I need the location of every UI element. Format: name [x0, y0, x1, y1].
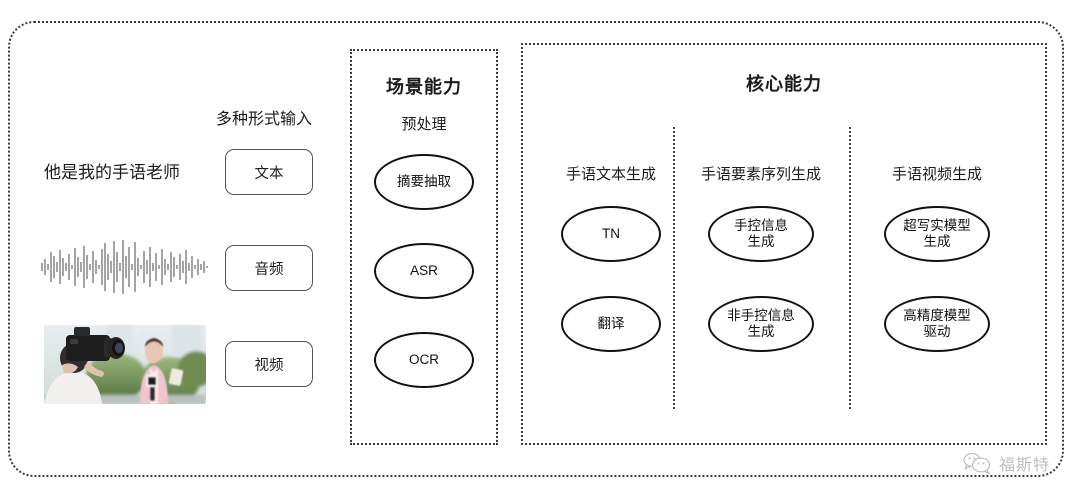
core-column-title: 手语视频生成 — [891, 166, 982, 183]
node-summary-extraction[interactable]: 摘要抽取 — [374, 154, 474, 210]
node-label: 翻译 — [597, 316, 625, 332]
scene-section-title: 场景能力 — [386, 77, 462, 97]
column-divider — [849, 127, 851, 409]
node-label: 摘要抽取 — [397, 174, 451, 190]
sample-input-text: 他是我的手语老师 — [44, 163, 180, 182]
input-modality-audio[interactable]: 音频 — [225, 245, 313, 291]
waveform-icon — [41, 240, 208, 294]
node-non-manual-info-generation[interactable]: 非手控信息生成 — [708, 296, 814, 352]
input-modality-text[interactable]: 文本 — [225, 149, 313, 195]
outer-frame — [8, 21, 1064, 477]
node-label: 高精度模型驱动 — [903, 308, 971, 339]
column-divider — [673, 127, 675, 409]
watermark-text: 福斯特 — [998, 457, 1050, 474]
node-asr[interactable]: ASR — [374, 243, 474, 299]
core-capability-section: 核心能力 手语文本生成 TN 翻译 手语要素序列生成 手控信息生成 非手控信息生… — [521, 43, 1047, 445]
video-thumbnail-icon — [44, 325, 206, 404]
node-manual-info-generation[interactable]: 手控信息生成 — [708, 206, 814, 262]
core-column-title: 手语文本生成 — [565, 166, 656, 183]
scene-column-title: 预处理 — [401, 116, 447, 133]
wechat-bubbles-icon — [963, 452, 991, 474]
node-translation[interactable]: 翻译 — [561, 296, 661, 352]
core-column-sign-video-generation: 手语视频生成 超写实模型生成 高精度模型驱动 — [849, 163, 1025, 386]
node-high-precision-model-driving[interactable]: 高精度模型驱动 — [884, 296, 990, 352]
watermark: 福斯特 — [962, 451, 1050, 475]
node-ocr[interactable]: OCR — [374, 332, 474, 388]
core-column-sign-element-sequence-generation: 手语要素序列生成 手控信息生成 非手控信息生成 — [673, 163, 849, 386]
node-label: TN — [602, 226, 620, 242]
core-column-title: 手语要素序列生成 — [700, 166, 821, 183]
node-label: 非手控信息生成 — [727, 308, 795, 339]
core-column-sign-text-generation: 手语文本生成 TN 翻译 — [523, 163, 699, 386]
node-hyper-realistic-model-generation[interactable]: 超写实模型生成 — [884, 206, 990, 262]
node-label: 手控信息生成 — [734, 218, 788, 249]
input-section-label: 多种形式输入 — [216, 111, 313, 128]
core-section-title: 核心能力 — [746, 74, 822, 94]
node-label: OCR — [409, 352, 439, 368]
scene-column-preprocessing: 预处理 摘要抽取 ASR OCR — [352, 113, 496, 421]
scene-capability-section: 场景能力 预处理 摘要抽取 ASR OCR — [350, 49, 498, 445]
input-modality-video[interactable]: 视频 — [225, 341, 313, 387]
node-label: 超写实模型生成 — [903, 218, 971, 249]
node-label: ASR — [410, 263, 438, 279]
node-tn[interactable]: TN — [561, 206, 661, 262]
